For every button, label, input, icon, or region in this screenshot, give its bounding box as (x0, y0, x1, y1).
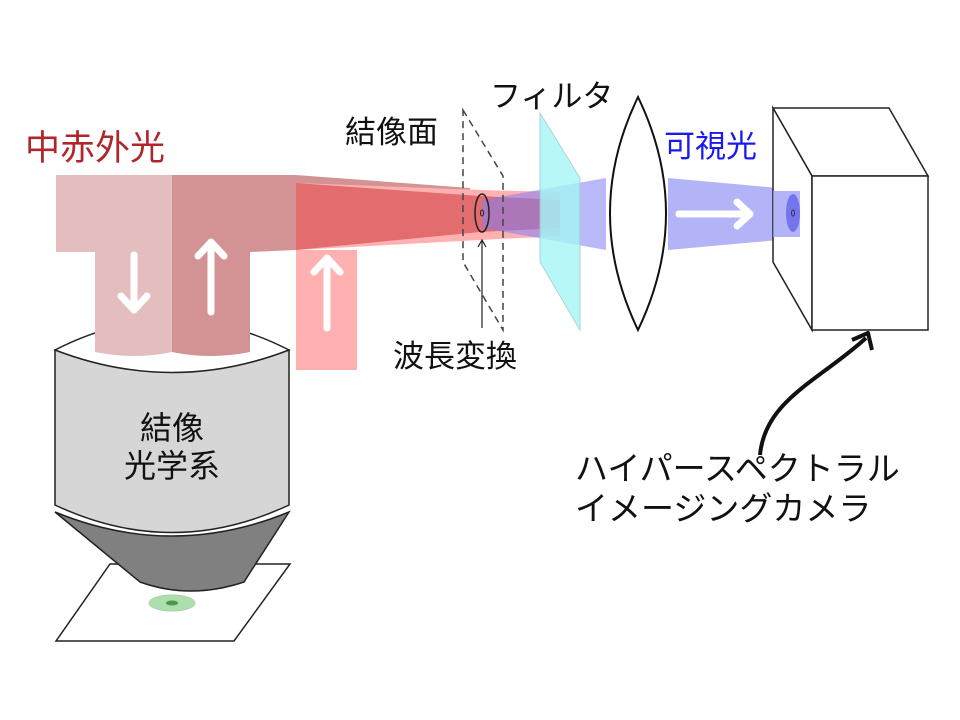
sample-spot (166, 600, 178, 606)
camera-aperture (786, 194, 800, 232)
convex-lens (609, 94, 667, 333)
converter-element (474, 193, 490, 233)
curved-arrow-icon (758, 336, 868, 456)
up-arrow-icon (310, 254, 344, 332)
pointer-arrow-icon (477, 238, 487, 328)
camera-label-line1: ハイパースペクトラル (575, 449, 900, 488)
right-arrow-icon (675, 198, 754, 230)
filter-plate (539, 111, 581, 332)
up-arrow-icon (194, 238, 228, 316)
filter-label: フィルタ (490, 79, 614, 115)
optics-label-line1: 結像 (139, 409, 204, 447)
hyperspectral-camera (771, 105, 930, 333)
image-plane-label: 結像面 (345, 115, 438, 151)
image-plane (462, 107, 504, 333)
camera-label-line2: イメージングカメラ (575, 489, 872, 528)
visible-light-label: 可視光 (664, 129, 757, 165)
mid-ir-label: 中赤外光 (25, 129, 166, 169)
down-arrow-icon (117, 251, 151, 314)
wavelength-conversion-label: 波長変換 (393, 339, 517, 375)
optics-label-line2: 光学系 (123, 447, 220, 485)
